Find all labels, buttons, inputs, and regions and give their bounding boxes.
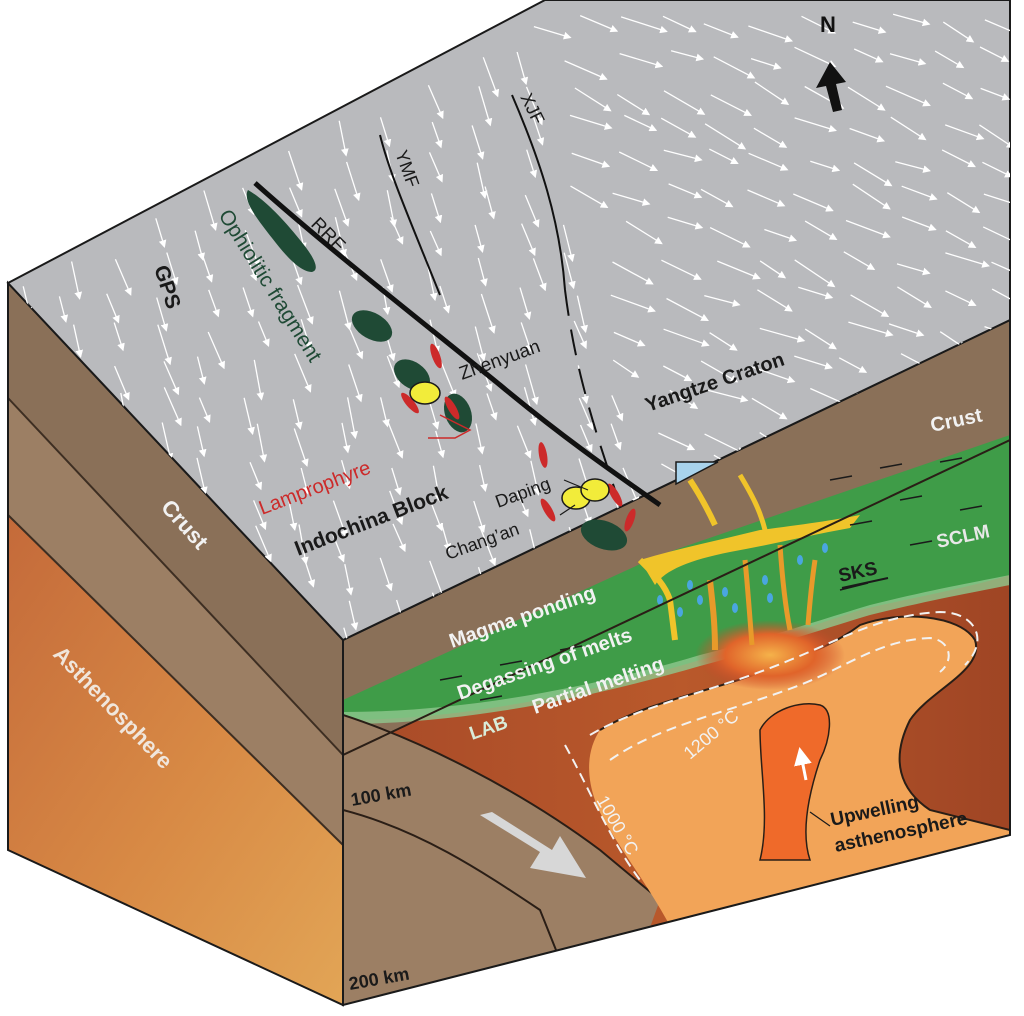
sample-site-daping (581, 479, 609, 501)
partial-melting-zone (695, 620, 845, 690)
sample-site-zhenyuan (410, 382, 440, 404)
north-label: N (820, 12, 836, 37)
